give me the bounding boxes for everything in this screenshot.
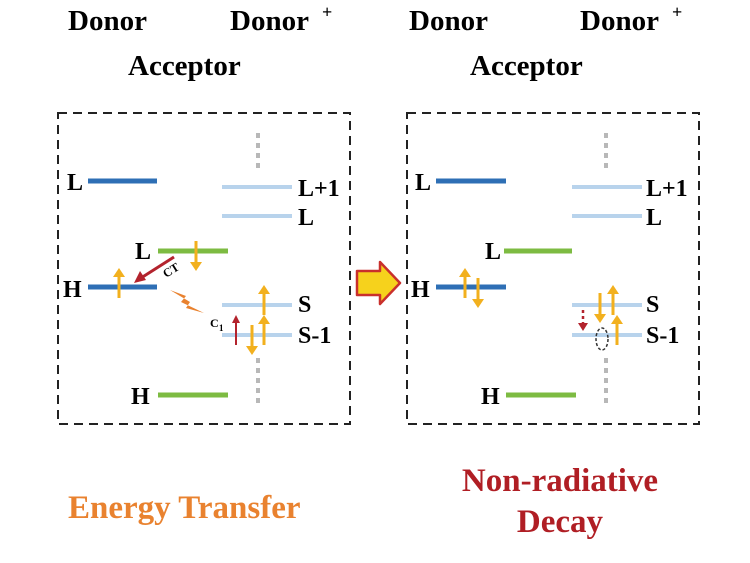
left-acceptor-lumo-electron-down bbox=[190, 241, 202, 271]
left-header-plus-sup: + bbox=[322, 2, 332, 22]
right-header-donor: Donor bbox=[409, 5, 488, 37]
left-acceptor-h-label: H bbox=[131, 384, 150, 410]
right-relaxation-arrow bbox=[578, 310, 588, 331]
right-s-electron-down bbox=[594, 293, 606, 323]
right-acceptor-h-label: H bbox=[481, 384, 500, 410]
left-dplus-s1-label: S-1 bbox=[298, 323, 331, 349]
left-panel-box bbox=[57, 112, 351, 425]
left-donor-homo-electron-up bbox=[113, 268, 125, 298]
transition-arrow-icon bbox=[355, 260, 402, 306]
right-dplus-l-label: L bbox=[646, 205, 662, 231]
left-header-donor-plus: Donor bbox=[230, 5, 309, 37]
right-header-acceptor: Acceptor bbox=[470, 50, 583, 82]
left-s1-electron-down bbox=[246, 325, 258, 355]
right-s1-hole-icon bbox=[595, 327, 609, 351]
left-excitation-arrow bbox=[232, 315, 240, 345]
left-s1-electron-up bbox=[258, 315, 270, 345]
right-s1-electron-up bbox=[611, 315, 623, 345]
right-s-electron-up bbox=[607, 285, 619, 315]
right-dplus-lplus1-label: L+1 bbox=[646, 176, 688, 202]
left-lightning-icon bbox=[170, 290, 204, 313]
left-c-label: C bbox=[210, 316, 219, 330]
right-donor-homo-electron-down bbox=[472, 278, 484, 308]
left-acceptor-l-label: L bbox=[135, 239, 151, 265]
left-dplus-s-label: S bbox=[298, 292, 311, 318]
right-caption-line2: Decay bbox=[517, 504, 604, 540]
left-dplus-lplus1-label: L+1 bbox=[298, 176, 340, 202]
right-panel: Donor Donor + Acceptor L H L H L+1 L S S… bbox=[406, 2, 700, 540]
right-acceptor-l-label: L bbox=[485, 239, 501, 265]
right-dplus-s-label: S bbox=[646, 292, 659, 318]
right-header-plus-sup: + bbox=[672, 2, 682, 22]
left-dplus-l-label: L bbox=[298, 205, 314, 231]
left-ct-arrow bbox=[134, 255, 175, 283]
left-header-acceptor: Acceptor bbox=[128, 50, 241, 82]
left-panel: Donor Donor + Acceptor L H L H L+1 L S S… bbox=[57, 2, 351, 526]
right-donor-l-label: L bbox=[415, 170, 431, 196]
right-donor-homo-electron-up bbox=[459, 268, 471, 298]
right-header-donor-plus: Donor bbox=[580, 5, 659, 37]
right-panel-box bbox=[406, 112, 700, 425]
right-caption-line1: Non-radiative bbox=[462, 463, 658, 499]
left-c-sub: 1 bbox=[219, 323, 224, 333]
left-donor-l-label: L bbox=[67, 170, 83, 196]
left-donor-h-label: H bbox=[63, 277, 82, 303]
left-header-donor: Donor bbox=[68, 5, 147, 37]
left-caption-energy-transfer: Energy Transfer bbox=[68, 490, 301, 526]
right-donor-h-label: H bbox=[411, 277, 430, 303]
right-dplus-s1-label: S-1 bbox=[646, 323, 679, 349]
left-s-electron-up bbox=[258, 285, 270, 315]
